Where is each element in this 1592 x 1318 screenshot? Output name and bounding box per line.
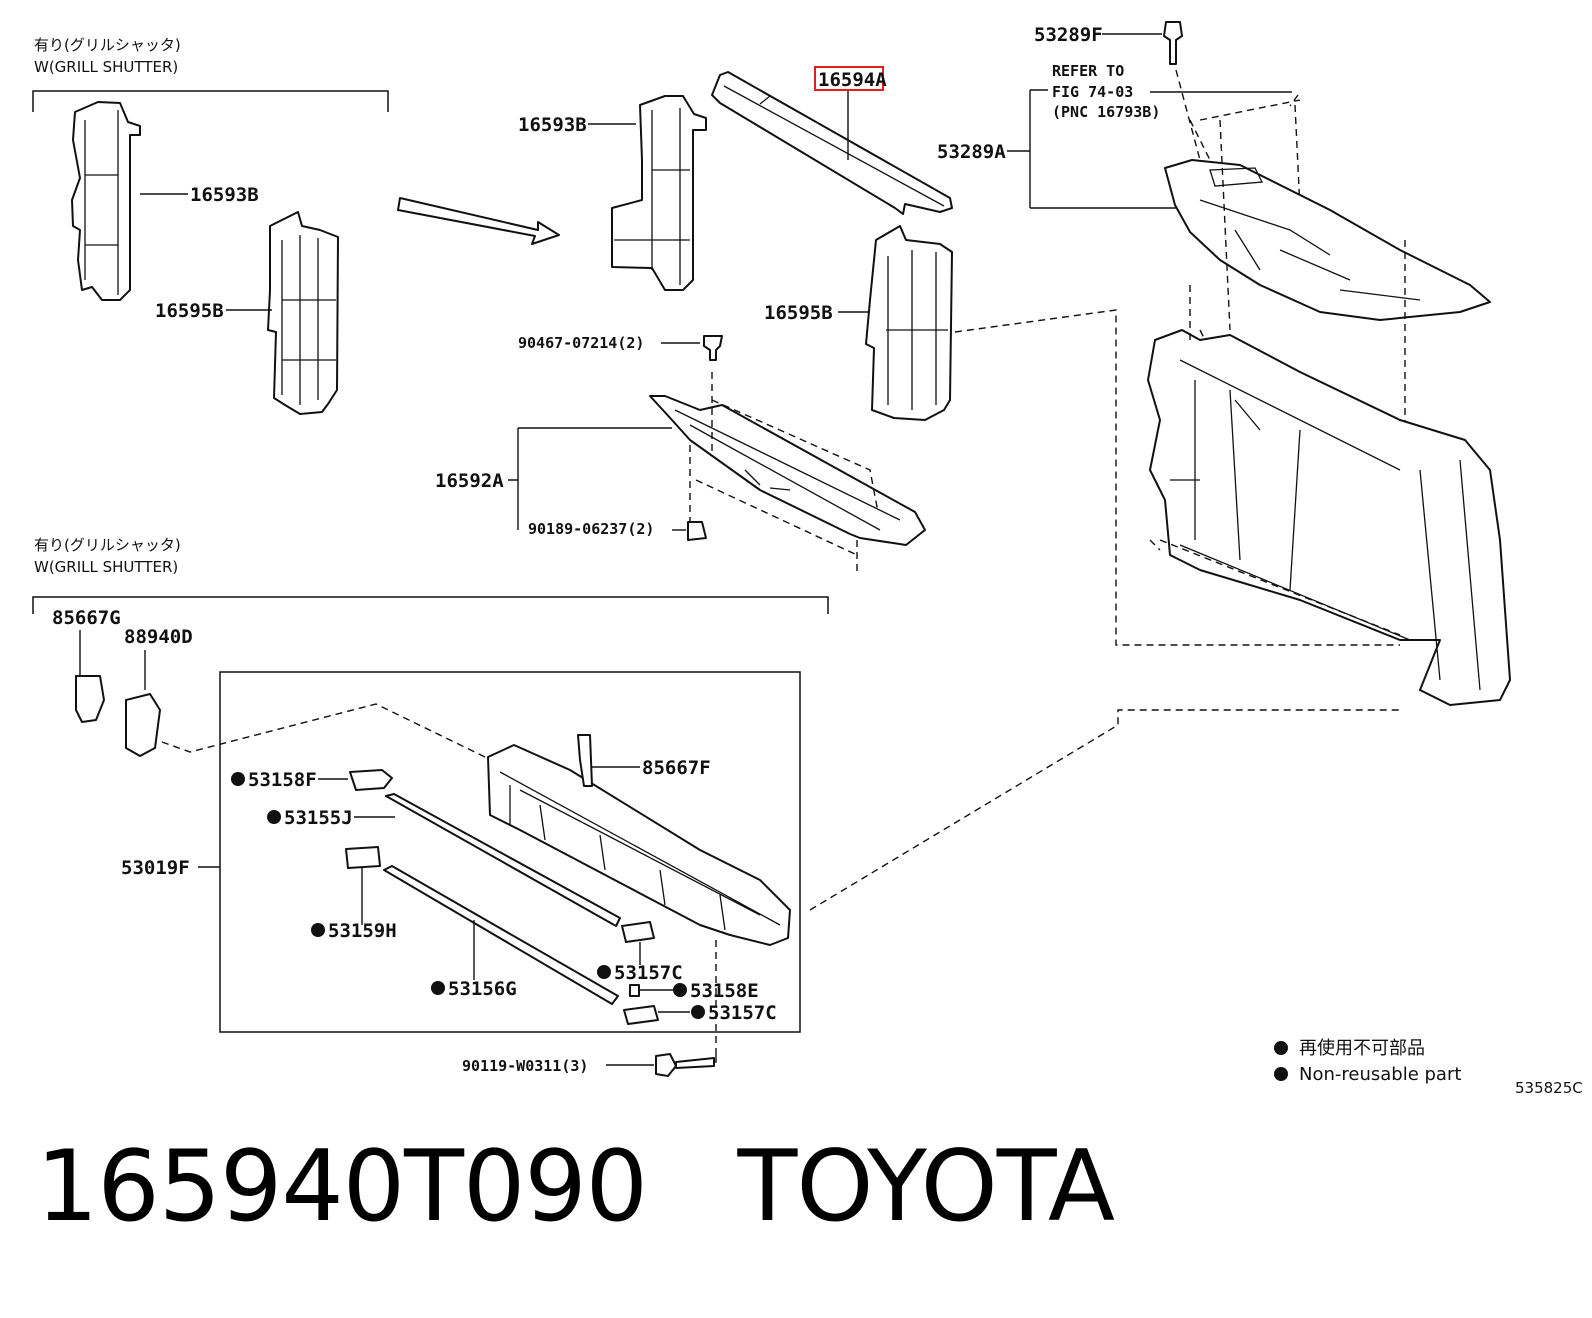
shutter-assembly-frame [219,671,801,1033]
callout-53289F: 53289F [1034,24,1103,46]
arrow-icon [397,197,560,245]
actuator-88940D-drawing [125,693,161,757]
dashed-ref-16595B-to-support [954,309,1400,646]
non-reusable-dot-53158E [673,983,687,997]
clip-53289F-drawing [1163,21,1183,65]
illustration-code: 535825C [1515,1079,1583,1097]
seal-16595B-right-drawing [865,225,953,421]
callout-16595B-right: 16595B [764,302,833,324]
callout-90189-06237: 90189-06237(2) [528,520,654,538]
refer-note-line2: FIG 74-03 [1052,83,1133,101]
callout-85667F: 85667F [642,757,711,779]
callout-16592A: 16592A [435,470,504,492]
seal-16594A-drawing [711,71,953,215]
seal-53158E-drawing [629,984,640,997]
callout-16593B-left: 16593B [190,184,259,206]
callout-85667G: 85667G [52,607,121,629]
radiator-support-cover-drawing [1164,159,1491,321]
legend-dot-jp [1274,1041,1288,1055]
refer-note-line3: (PNC 16793B) [1052,103,1160,121]
non-reusable-dot-53157C-lower [691,1005,705,1019]
bracket-85667F-drawing [577,734,593,787]
callout-53158F: 53158F [248,769,317,791]
callout-53157C-upper: 53157C [614,962,683,984]
non-reusable-dot-53156G [431,981,445,995]
seal-53155J-drawing [385,793,621,927]
dashed-ref-cover [1189,99,1406,460]
leader-16592A [508,427,672,530]
legend-dot-en [1274,1067,1288,1081]
non-reusable-dot-53157C-upper [597,965,611,979]
callout-53158E: 53158E [690,980,759,1002]
seal-16592A-drawing [649,395,926,546]
refer-note-line1: REFER TO [1052,62,1124,80]
clip-90189-drawing [687,521,707,541]
callout-53156G: 53156G [448,978,517,1000]
grill-shutter-note-en-top: W(GRILL SHUTTER) [34,58,178,76]
seal-16593B-left-drawing [71,101,141,301]
grill-shutter-bracket-top [32,90,389,112]
footer-spacer [647,1130,737,1244]
grill-shutter-bracket-bottom [32,596,829,614]
non-reusable-dot-53159H [311,923,325,937]
callout-90119-W0311: 90119-W0311(3) [462,1057,588,1075]
callout-16595B-left: 16595B [155,300,224,322]
callout-53159H: 53159H [328,920,397,942]
seal-53159H-drawing [345,846,381,869]
bracket-85667G-drawing [75,675,105,723]
legend-en: Non-reusable part [1299,1064,1461,1085]
dashed-ref-actuator [161,703,486,758]
legend-jp: 再使用不可部品 [1299,1038,1425,1059]
grill-shutter-note-jp-top: 有り(グリルシャッタ) [34,36,181,54]
footer-part-number: 165940T090 [36,1130,648,1244]
bolt-90119-drawing [655,1053,715,1077]
seal-53157C-upper-drawing [621,921,655,943]
leader-53289A [1007,89,1180,209]
dashed-ref-16592A [689,372,879,575]
seal-53157C-lower-drawing [623,1005,659,1025]
clip-90467-drawing [703,335,723,361]
non-reusable-dot-53158F [231,772,245,786]
footer: 165940T090 TOYOTA [36,1130,1116,1244]
grill-shutter-note-en-bottom: W(GRILL SHUTTER) [34,558,178,576]
seal-53158F-drawing [349,769,393,791]
leader-85667G-88940D [79,630,146,690]
seal-16593B-right-drawing [611,95,707,291]
callout-90467-07214: 90467-07214(2) [518,334,644,352]
non-reusable-dot-53155J [267,810,281,824]
callout-88940D: 88940D [124,626,193,648]
grill-shutter-assembly-drawing [487,744,791,946]
callout-53155J: 53155J [284,807,353,829]
callout-16594A: 16594A [818,69,887,91]
dashed-ref-shutter-to-support [809,709,1400,911]
callout-53019F: 53019F [121,857,190,879]
footer-brand: TOYOTA [737,1130,1116,1244]
callout-16593B-right: 16593B [518,114,587,136]
callout-53289A: 53289A [937,141,1006,163]
seal-16595B-left-drawing [267,211,339,415]
seal-53156G-drawing [383,865,619,1005]
leader-90119-bolt [714,1050,717,1063]
dashed-ref-support [1149,119,1401,636]
grill-shutter-note-jp-bottom: 有り(グリルシャッタ) [34,536,181,554]
highlight-box-16594A [814,66,884,91]
radiator-support-drawing [1147,329,1511,706]
callout-53157C-lower: 53157C [708,1002,777,1024]
